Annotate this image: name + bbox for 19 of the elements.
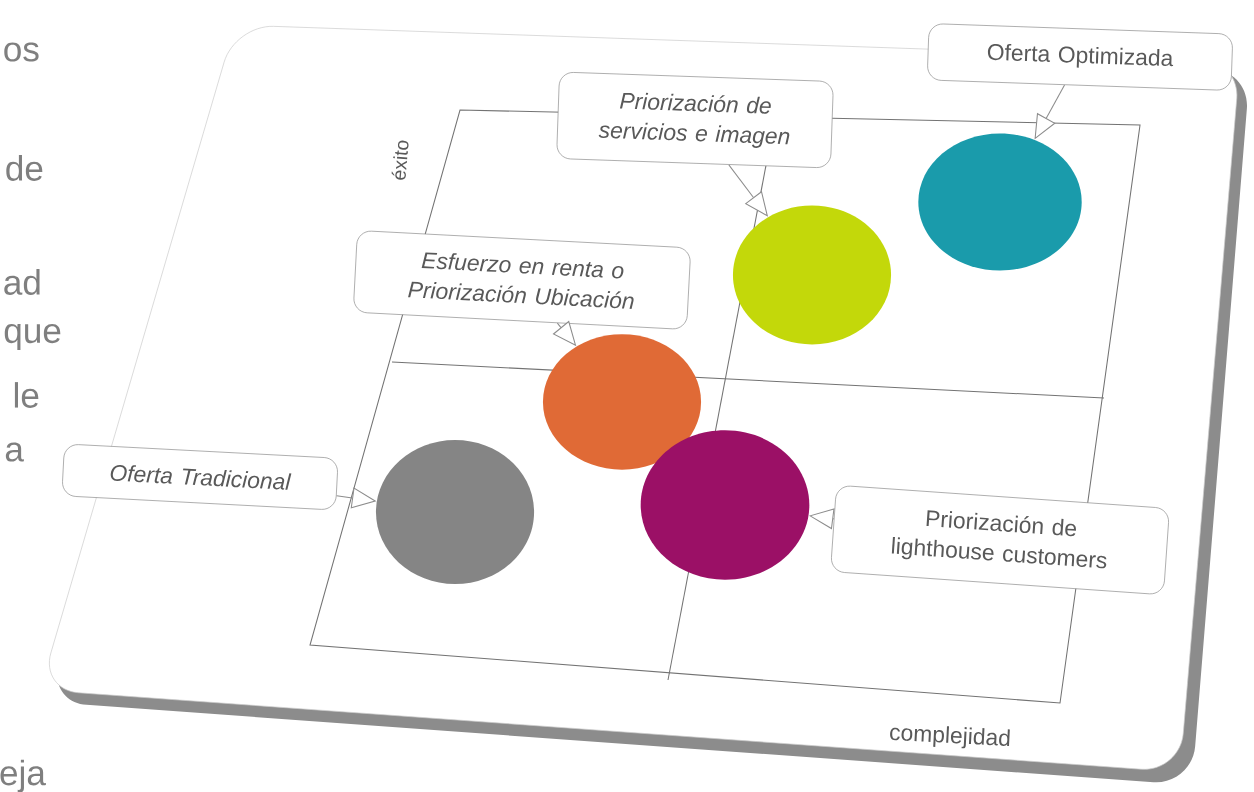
speech-bubble: Oferta Optimizada [927, 23, 1233, 91]
circle [732, 205, 892, 345]
cut-off-text: ad [4, 269, 40, 295]
cut-off-text: de [6, 155, 43, 181]
speech-bubble: Priorización de servicios e imagen [556, 72, 834, 168]
axis-label: éxito [391, 140, 409, 180]
circle [542, 334, 702, 470]
cut-off-text: a [5, 442, 24, 462]
speech-bubble: Esfuerzo en renta o Priorización Ubicación [353, 230, 691, 330]
speech-bubble: Oferta Tradicional [62, 444, 338, 510]
circle [375, 439, 535, 585]
circle [640, 430, 810, 580]
cut-off-text: que [4, 323, 61, 351]
axis-label: complejidad [890, 726, 1010, 749]
speech-bubble: Priorización de lighthouse customers [831, 485, 1169, 595]
circle [918, 133, 1082, 271]
cut-off-text: os [4, 42, 39, 62]
cut-off-text: eja [0, 759, 46, 792]
cut-off-text: le [14, 382, 39, 408]
